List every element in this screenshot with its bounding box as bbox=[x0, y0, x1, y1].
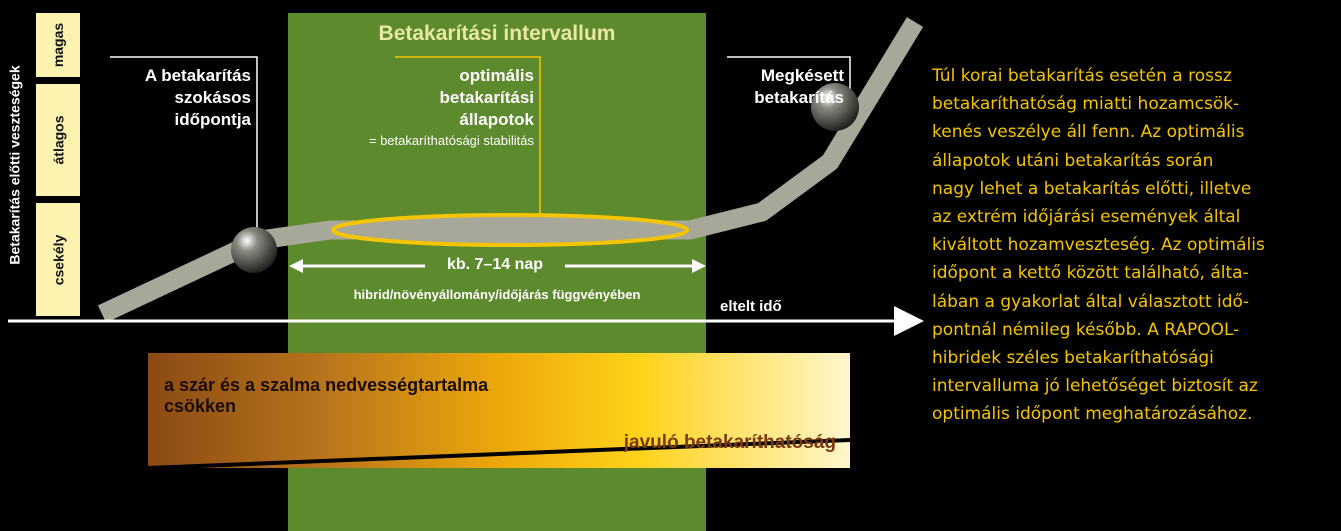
usual-harvest-connector bbox=[110, 56, 258, 230]
side-description-line: kiváltott hozamveszteség. Az optimális bbox=[932, 235, 1265, 256]
optimal-range-ellipse bbox=[331, 213, 689, 247]
wedge-divider bbox=[147, 438, 851, 470]
interval-duration: kb. 7–14 nap bbox=[446, 256, 544, 273]
optimal-connector bbox=[395, 56, 541, 214]
optimal-note: = betakaríthatósági stabilitás bbox=[368, 133, 534, 148]
moisture-label: a szár és a szalma nedvességtartalma csö… bbox=[164, 375, 489, 416]
interval-title: Betakarítási intervallum bbox=[378, 22, 616, 45]
optimal-conditions-label: optimális betakarítási állapotok bbox=[439, 66, 535, 129]
late-harvest-marker bbox=[811, 83, 859, 131]
y-level-low: csekély bbox=[36, 203, 80, 316]
side-description: Túl korai betakarítás esetén a rossz beta… bbox=[932, 62, 1336, 429]
interval-dependency: hibrid/növényállomány/időjárás függvényé… bbox=[353, 287, 641, 302]
interval-arrowhead-left bbox=[289, 259, 303, 273]
x-axis-label: eltelt idő bbox=[720, 298, 782, 315]
side-description-line: intervalluma jó lehetőséget biztosít az bbox=[932, 376, 1258, 397]
side-description-line: pontnál némileg később. A RAPOOL- bbox=[932, 319, 1240, 340]
side-description-line: betakaríthatóság miatti hozamcsök- bbox=[932, 94, 1240, 115]
y-axis-label: Betakarítás előtti veszteségek bbox=[7, 65, 23, 265]
side-description-line: kenés veszélye áll fenn. Az optimális bbox=[932, 122, 1245, 143]
side-description-line: időpont a kettő között található, álta- bbox=[932, 263, 1249, 284]
usual-harvest-marker bbox=[231, 227, 277, 273]
side-description-line: hibridek széles betakaríthatósági bbox=[932, 348, 1214, 369]
side-description-line: állapotok utáni betakarítás során bbox=[932, 150, 1214, 171]
y-level-high: magas bbox=[36, 13, 80, 77]
late-harvest-label: Megkésett betakarítás bbox=[754, 66, 844, 107]
side-description-line: Túl korai betakarítás esetén a rossz bbox=[932, 66, 1232, 86]
usual-harvest-label: A betakarítás szokásos időpontja bbox=[144, 66, 251, 129]
interval-arrowhead-right bbox=[692, 259, 706, 273]
harvestability-wedge bbox=[148, 353, 850, 468]
side-description-line: lában a gyakorlat által választott idő- bbox=[932, 291, 1250, 312]
y-level-average: átlagos bbox=[36, 84, 80, 196]
side-description-line: optimális időpont meghatározásához. bbox=[932, 404, 1253, 425]
side-description-line: az extrém időjárási események által bbox=[932, 207, 1241, 228]
harvestability-label: javuló betakaríthatóság bbox=[623, 432, 836, 453]
side-description-line: nagy lehet a betakarítás előtti, illetve bbox=[932, 178, 1252, 199]
late-harvest-connector bbox=[727, 56, 851, 95]
